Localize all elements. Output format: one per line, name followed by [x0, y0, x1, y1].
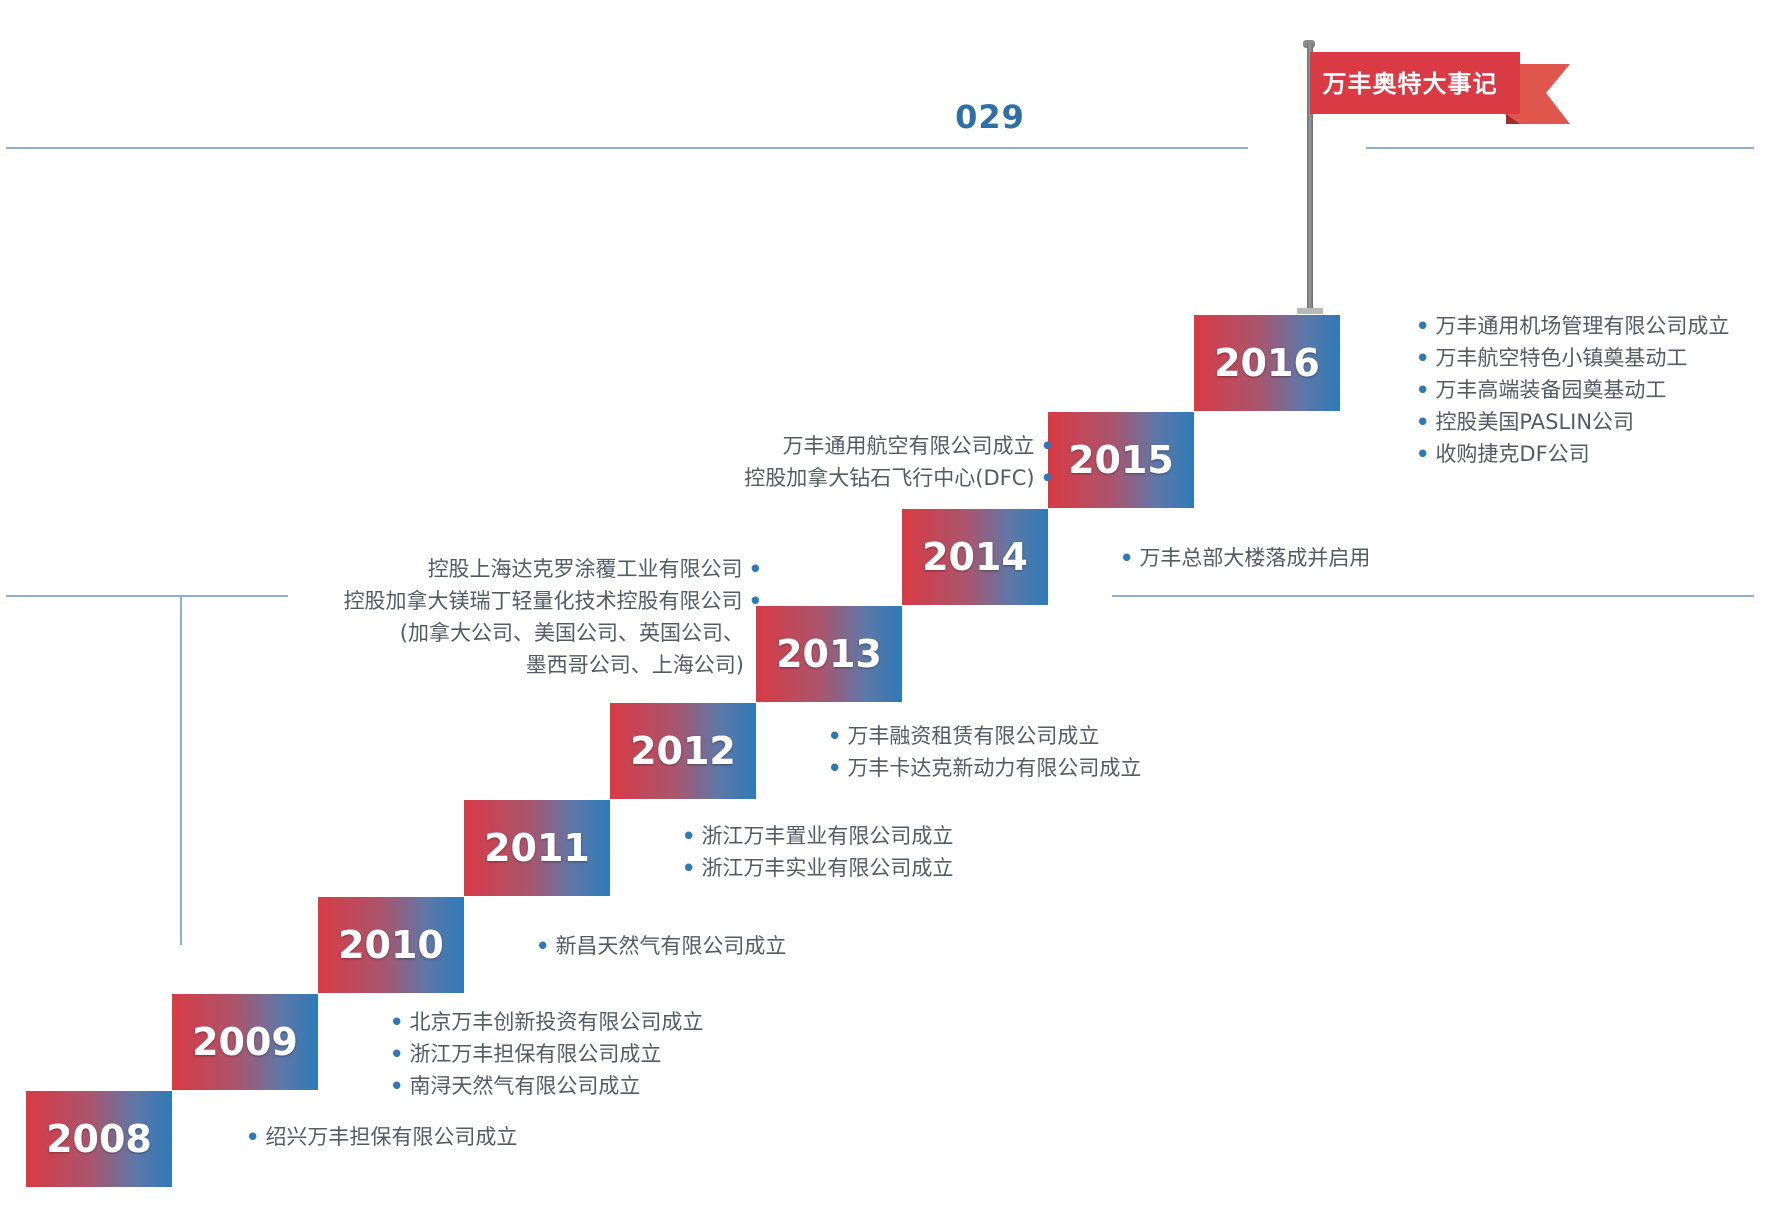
event-item: 南浔天然气有限公司成立	[390, 1070, 703, 1102]
year-block-2013: 2013	[756, 606, 902, 702]
event-item: 万丰通用航空有限公司成立•	[782, 434, 1054, 458]
flag-banner-icon	[1310, 52, 1570, 124]
year-label: 2011	[484, 826, 590, 870]
event-item: 控股上海达克罗涂覆工业有限公司•	[427, 557, 762, 581]
left-vertical-rule	[180, 595, 182, 945]
year-label: 2009	[192, 1020, 298, 1064]
year-block-2009: 2009	[172, 994, 318, 1090]
events-2015: 万丰通用航空有限公司成立• 控股加拿大钻石飞行中心(DFC)•	[744, 430, 1054, 494]
event-item: 浙江万丰置业有限公司成立	[682, 820, 953, 852]
events-2010: 新昌天然气有限公司成立	[536, 930, 786, 962]
events-2013: 控股上海达克罗涂覆工业有限公司• 控股加拿大镁瑞丁轻量化技术控股有限公司• (加…	[344, 553, 762, 681]
year-label: 2008	[46, 1117, 152, 1161]
mid-rule-right	[1112, 595, 1754, 597]
event-item: 控股加拿大钻石飞行中心(DFC)•	[744, 466, 1054, 490]
event-item: 万丰总部大楼落成并启用	[1120, 542, 1370, 574]
page-number: 029	[955, 98, 1025, 136]
year-block-2011: 2011	[464, 800, 610, 896]
event-item: 万丰卡达克新动力有限公司成立	[828, 752, 1141, 784]
year-block-2010: 2010	[318, 897, 464, 993]
event-item: 浙江万丰实业有限公司成立	[682, 852, 953, 884]
year-block-2008: 2008	[26, 1091, 172, 1187]
year-label: 2012	[630, 729, 736, 773]
event-item: (加拿大公司、美国公司、英国公司、	[399, 621, 744, 645]
event-item: 墨西哥公司、上海公司)	[525, 653, 744, 677]
flag-title: 万丰奥特大事记	[1322, 70, 1498, 98]
year-label: 2014	[922, 535, 1028, 579]
events-2014: 万丰总部大楼落成并启用	[1120, 542, 1370, 574]
year-block-2014: 2014	[902, 509, 1048, 605]
year-label: 2016	[1214, 341, 1320, 385]
flag-pole	[1307, 44, 1313, 312]
year-block-2015: 2015	[1048, 412, 1194, 508]
event-item: 浙江万丰担保有限公司成立	[390, 1038, 703, 1070]
year-label: 2010	[338, 923, 444, 967]
events-2016: 万丰通用机场管理有限公司成立 万丰航空特色小镇奠基动工 万丰高端装备园奠基动工 …	[1416, 310, 1729, 470]
mid-rule-left	[6, 595, 288, 597]
events-2008: 绍兴万丰担保有限公司成立	[246, 1121, 517, 1153]
events-2009: 北京万丰创新投资有限公司成立 浙江万丰担保有限公司成立 南浔天然气有限公司成立	[390, 1006, 703, 1102]
top-rule-right	[1366, 147, 1754, 149]
event-item: 收购捷克DF公司	[1416, 438, 1729, 470]
event-item: 绍兴万丰担保有限公司成立	[246, 1121, 517, 1153]
event-item: 万丰高端装备园奠基动工	[1416, 374, 1729, 406]
events-2012: 万丰融资租赁有限公司成立 万丰卡达克新动力有限公司成立	[828, 720, 1141, 784]
event-item: 万丰通用机场管理有限公司成立	[1416, 310, 1729, 342]
year-label: 2015	[1068, 438, 1174, 482]
event-item: 万丰融资租赁有限公司成立	[828, 720, 1141, 752]
year-block-2016: 2016	[1194, 315, 1340, 411]
event-item: 新昌天然气有限公司成立	[536, 930, 786, 962]
events-2011: 浙江万丰置业有限公司成立 浙江万丰实业有限公司成立	[682, 820, 953, 884]
event-item: 控股美国PASLIN公司	[1416, 406, 1729, 438]
event-item: 万丰航空特色小镇奠基动工	[1416, 342, 1729, 374]
top-rule-left	[6, 147, 1248, 149]
event-item: 北京万丰创新投资有限公司成立	[390, 1006, 703, 1038]
year-block-2012: 2012	[610, 703, 756, 799]
flag-pole-base	[1297, 308, 1323, 314]
year-label: 2013	[776, 632, 882, 676]
event-item: 控股加拿大镁瑞丁轻量化技术控股有限公司•	[343, 589, 762, 613]
